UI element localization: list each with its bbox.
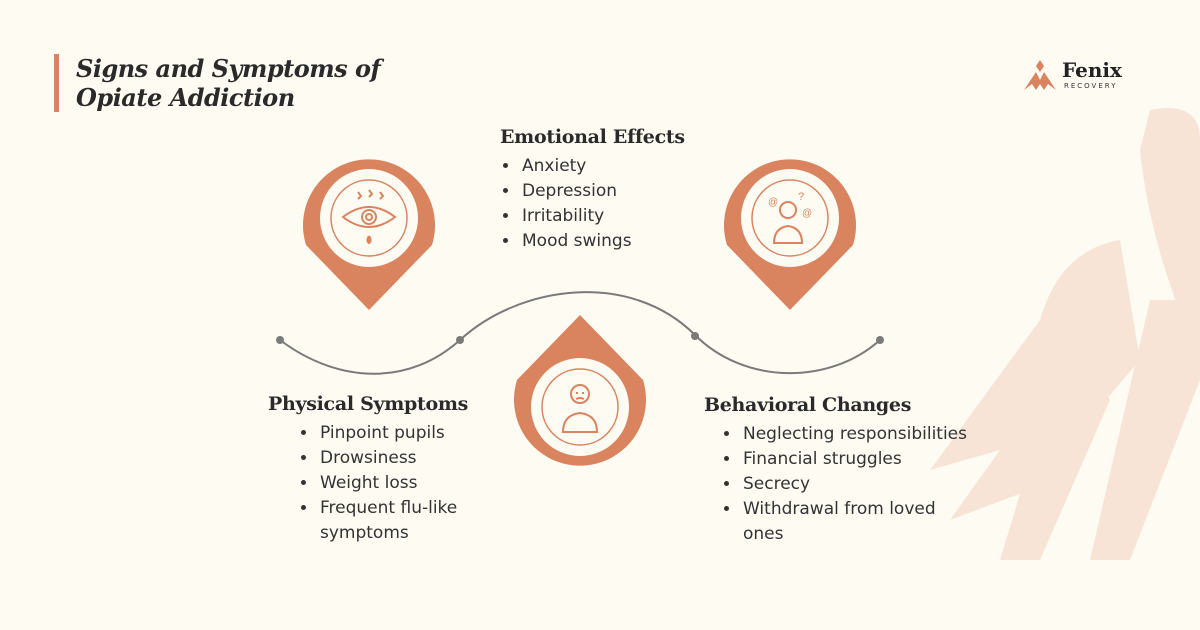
list-item: Irritability: [520, 204, 685, 229]
wave-dots: [276, 332, 884, 344]
logo-sub: RECOVERY: [1064, 82, 1118, 90]
logo-name: Fenix: [1062, 58, 1122, 82]
title-line-2: Opiate Addiction: [76, 83, 295, 112]
list-item: Weight loss: [318, 471, 498, 496]
pin-physical: [514, 315, 646, 466]
physical-heading: Physical Symptoms: [268, 393, 469, 415]
pin-behavioral: ? @ @: [724, 159, 856, 310]
physical-list: Pinpoint pupils Drowsiness Weight loss F…: [268, 421, 498, 546]
svg-text:@: @: [768, 197, 778, 208]
logo: Fenix RECOVERY: [1022, 58, 1122, 97]
emotional-list: Anxiety Depression Irritability Mood swi…: [500, 154, 685, 254]
list-item: Mood swings: [520, 229, 685, 254]
list-item: Frequent flu-like symptoms: [318, 496, 498, 546]
title-accent-bar: [54, 54, 59, 112]
stressed-eye-icon: [341, 189, 397, 245]
page-title: Signs and Symptoms of Opiate Addiction: [76, 54, 381, 112]
svg-text:?: ?: [798, 191, 804, 203]
behavioral-list: Neglecting responsibilities Financial st…: [704, 422, 967, 547]
title-line-1: Signs and Symptoms of: [76, 54, 381, 83]
list-item: Neglecting responsibilities: [741, 422, 967, 447]
svg-text:@: @: [802, 208, 812, 219]
emotional-heading: Emotional Effects: [500, 126, 685, 148]
list-item: Anxiety: [520, 154, 685, 179]
sick-person-icon: [561, 384, 599, 433]
physical-section: Physical Symptoms Pinpoint pupils Drowsi…: [268, 393, 498, 546]
phoenix-logo-icon: [1024, 60, 1056, 90]
list-item: Depression: [520, 179, 685, 204]
behavioral-section: Behavioral Changes Neglecting responsibi…: [704, 394, 984, 547]
phoenix-watermark: [930, 108, 1200, 560]
behavioral-heading: Behavioral Changes: [704, 394, 912, 416]
wave-line: [279, 291, 881, 375]
list-item: Withdrawal from loved ones: [741, 497, 956, 547]
list-item: Financial struggles: [741, 447, 956, 472]
confused-person-icon: ? @ @: [768, 191, 812, 244]
list-item: Secrecy: [741, 472, 956, 497]
list-item: Pinpoint pupils: [318, 421, 498, 446]
list-item: Drowsiness: [318, 446, 498, 471]
pin-emotional: [303, 159, 436, 310]
emotional-section: Emotional Effects Anxiety Depression Irr…: [500, 126, 685, 254]
